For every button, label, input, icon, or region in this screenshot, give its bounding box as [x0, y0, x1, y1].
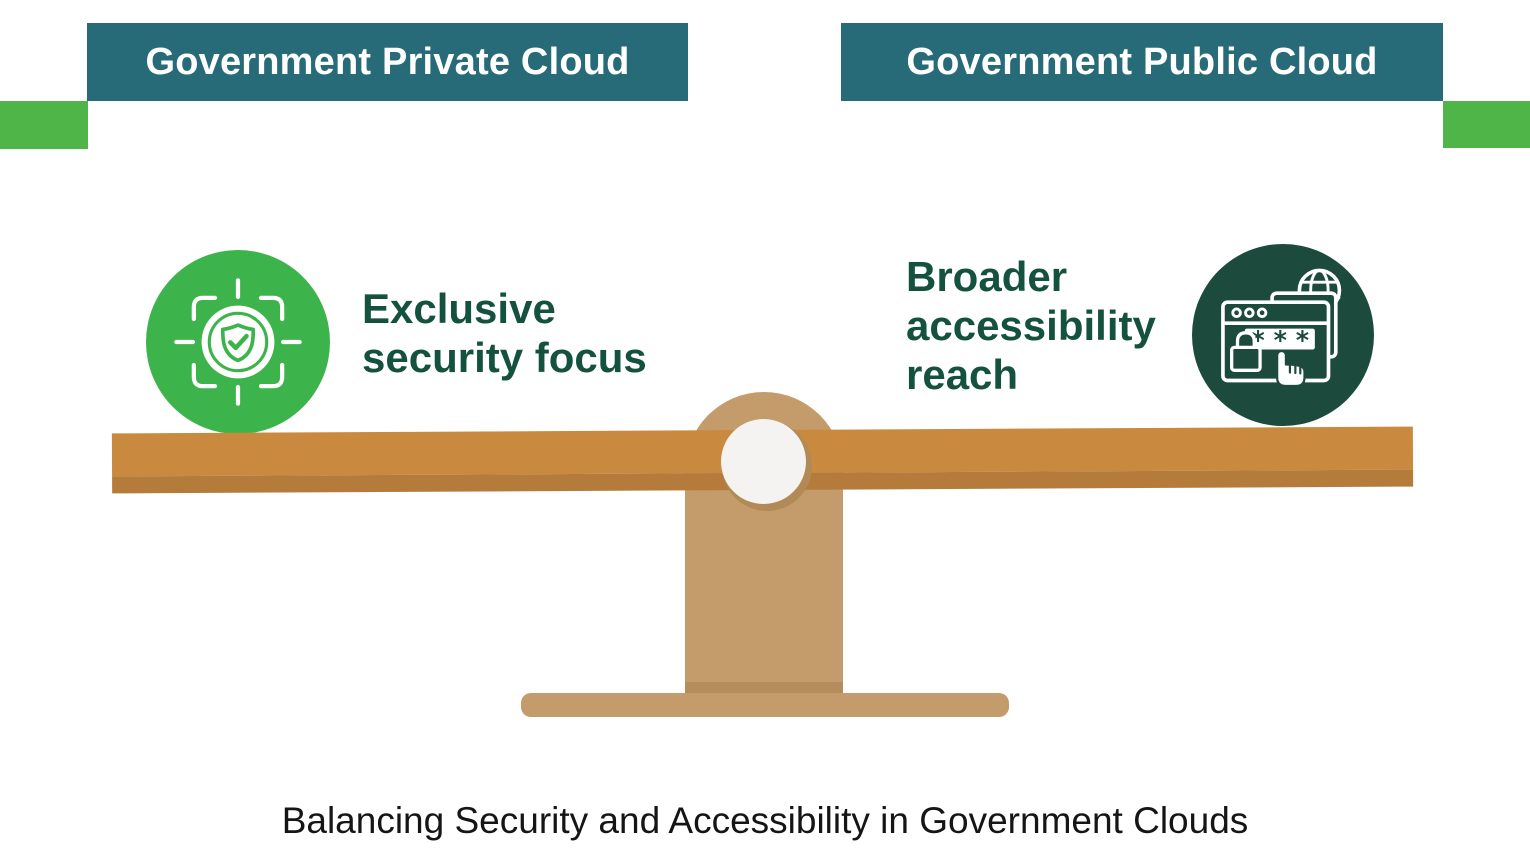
feature-accessibility-line-3: reach	[906, 351, 1019, 398]
shield-check-target-icon	[174, 278, 302, 406]
feature-security-line-1: Exclusive	[362, 285, 556, 332]
header-private-cloud: Government Private Cloud	[87, 23, 688, 101]
accent-square-right	[1443, 101, 1530, 148]
accessibility-reach-icon: * * *	[1192, 244, 1374, 426]
feature-security-line-2: security focus	[362, 334, 647, 381]
feature-accessibility-line-1: Broader	[906, 253, 1068, 300]
feature-text-accessibility: Broader accessibility reach	[906, 252, 1156, 399]
seesaw-pivot-shadow-band	[685, 682, 843, 693]
pivot-bolt	[721, 419, 806, 504]
accent-square-left	[0, 101, 88, 149]
header-private-cloud-label: Government Private Cloud	[145, 40, 630, 83]
security-focus-icon	[146, 250, 330, 434]
feature-accessibility-line-2: accessibility	[906, 302, 1156, 349]
browser-password-globe-icon: * * *	[1221, 268, 1342, 388]
seesaw-base	[521, 693, 1009, 717]
header-public-cloud-label: Government Public Cloud	[906, 40, 1378, 83]
feature-text-security: Exclusive security focus	[362, 284, 647, 382]
header-public-cloud: Government Public Cloud	[841, 23, 1443, 101]
page-title: Balancing Security and Accessibility in …	[281, 800, 1249, 841]
